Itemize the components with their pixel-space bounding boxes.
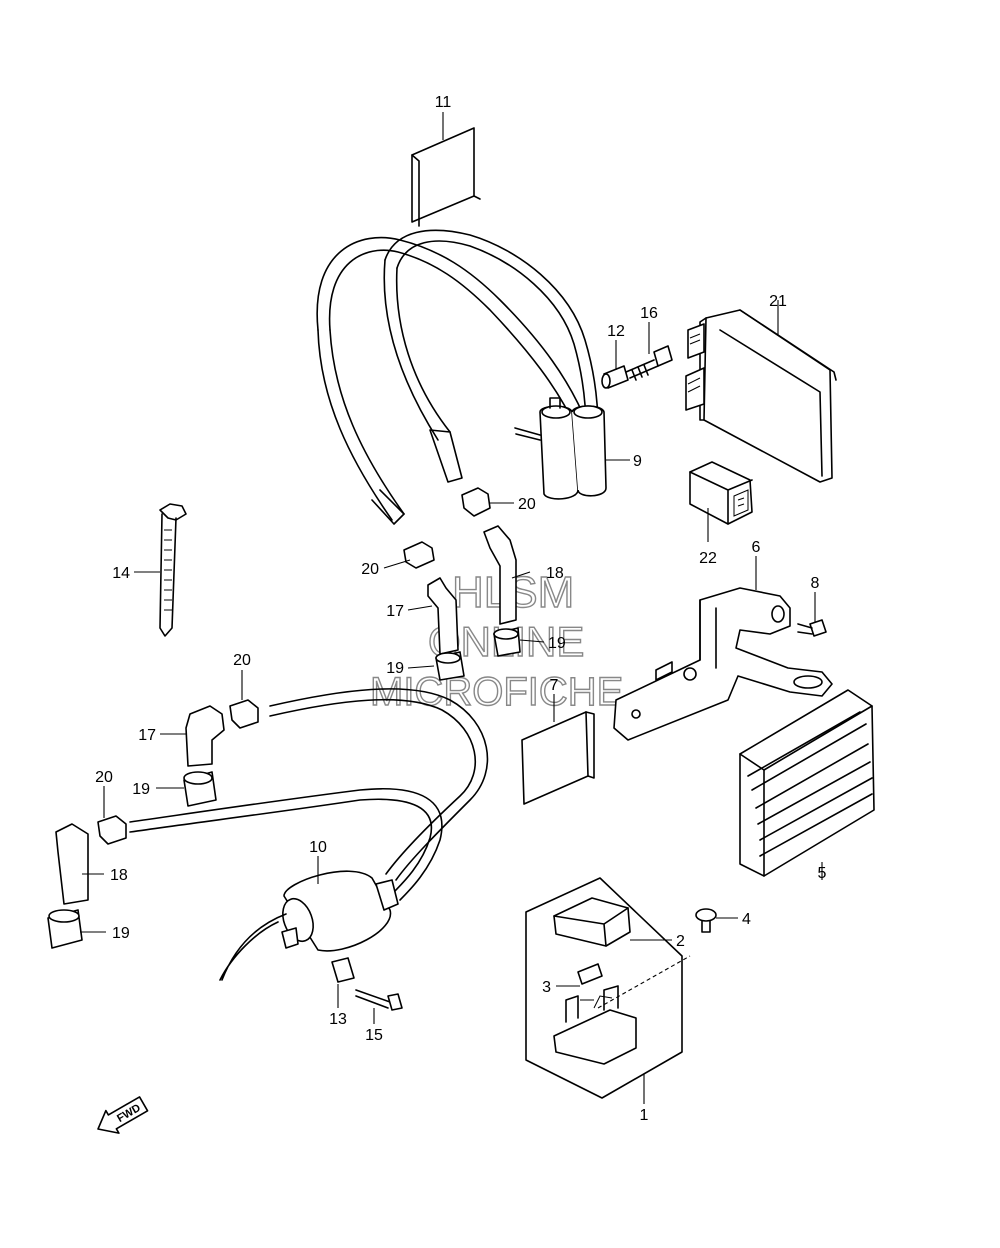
callout-19-lower-2: 19	[112, 925, 130, 942]
callout-3: 3	[542, 979, 551, 996]
callout-20-lower-1: 20	[233, 652, 251, 669]
callout-6: 6	[752, 539, 761, 556]
callout-17-lower: 17	[138, 727, 156, 744]
part-21-ecu	[685, 309, 837, 483]
callout-21: 21	[769, 293, 787, 310]
callout-11: 11	[435, 94, 452, 111]
part-1-starter-relay-assembly	[525, 877, 691, 1099]
part-12-spacer	[601, 365, 629, 389]
part-20-seal-upper-right	[461, 487, 491, 517]
callout-8: 8	[811, 575, 820, 592]
fwd-arrow-icon: FWD	[97, 1096, 149, 1134]
part-18-plug-cap-upper	[483, 525, 517, 625]
part-18-plug-cap-lower	[55, 823, 89, 905]
part-6-bracket	[613, 587, 833, 741]
plug-cap-set-upper	[403, 487, 521, 681]
leader-lines	[80, 112, 823, 1104]
part-20-seal-upper-left	[403, 541, 435, 569]
part-22-relay	[689, 461, 753, 525]
callout-19-upper-right: 19	[548, 635, 566, 652]
part-16-bolt	[625, 345, 673, 381]
callout-19-lower-1: 19	[132, 781, 150, 798]
callout-18-upper: 18	[546, 565, 564, 582]
watermark-line3: MICROFICHE	[370, 670, 623, 714]
part-7-pad	[521, 711, 595, 805]
part-4-screw	[695, 908, 717, 933]
callout-16: 16	[640, 305, 658, 322]
callout-labels: 11 12 16 21 9 20 14 20 18 17 19 19 22 6 …	[95, 94, 826, 1124]
callout-4: 4	[742, 911, 751, 928]
callout-18-lower: 18	[110, 867, 128, 884]
part-20-seal-lower-1	[229, 699, 259, 729]
callout-15: 15	[365, 1027, 383, 1044]
callout-20-upper-left: 20	[361, 561, 379, 578]
part-8-bolt	[797, 619, 827, 637]
part-11-pad	[411, 127, 481, 227]
part-14-cable-tie	[159, 503, 187, 637]
callout-20-lower-2: 20	[95, 769, 113, 786]
callout-13: 13	[329, 1011, 347, 1028]
callout-2: 2	[676, 933, 685, 950]
part-5-regulator	[739, 689, 875, 877]
part-17-plug-cap-upper	[427, 577, 459, 655]
part-17-plug-cap-lower	[185, 705, 225, 767]
callout-20-upper-right: 20	[518, 496, 536, 513]
callout-7: 7	[550, 677, 559, 694]
part-3-fuse	[577, 963, 603, 985]
callout-9: 9	[633, 453, 642, 470]
part-20-seal-lower-2	[97, 815, 127, 845]
part-9-ignition-coil-upper	[316, 229, 607, 525]
callout-12: 12	[607, 323, 625, 340]
plug-cap-set-lower	[47, 699, 259, 949]
callout-5: 5	[818, 865, 827, 882]
callout-10: 10	[309, 839, 327, 856]
callout-19-upper-left: 19	[386, 660, 404, 677]
callout-14: 14	[112, 565, 130, 582]
callout-1: 1	[640, 1107, 649, 1124]
part-10-ignition-coil-lower	[129, 688, 489, 1011]
callout-17-upper: 17	[386, 603, 404, 620]
callout-22: 22	[699, 550, 717, 567]
